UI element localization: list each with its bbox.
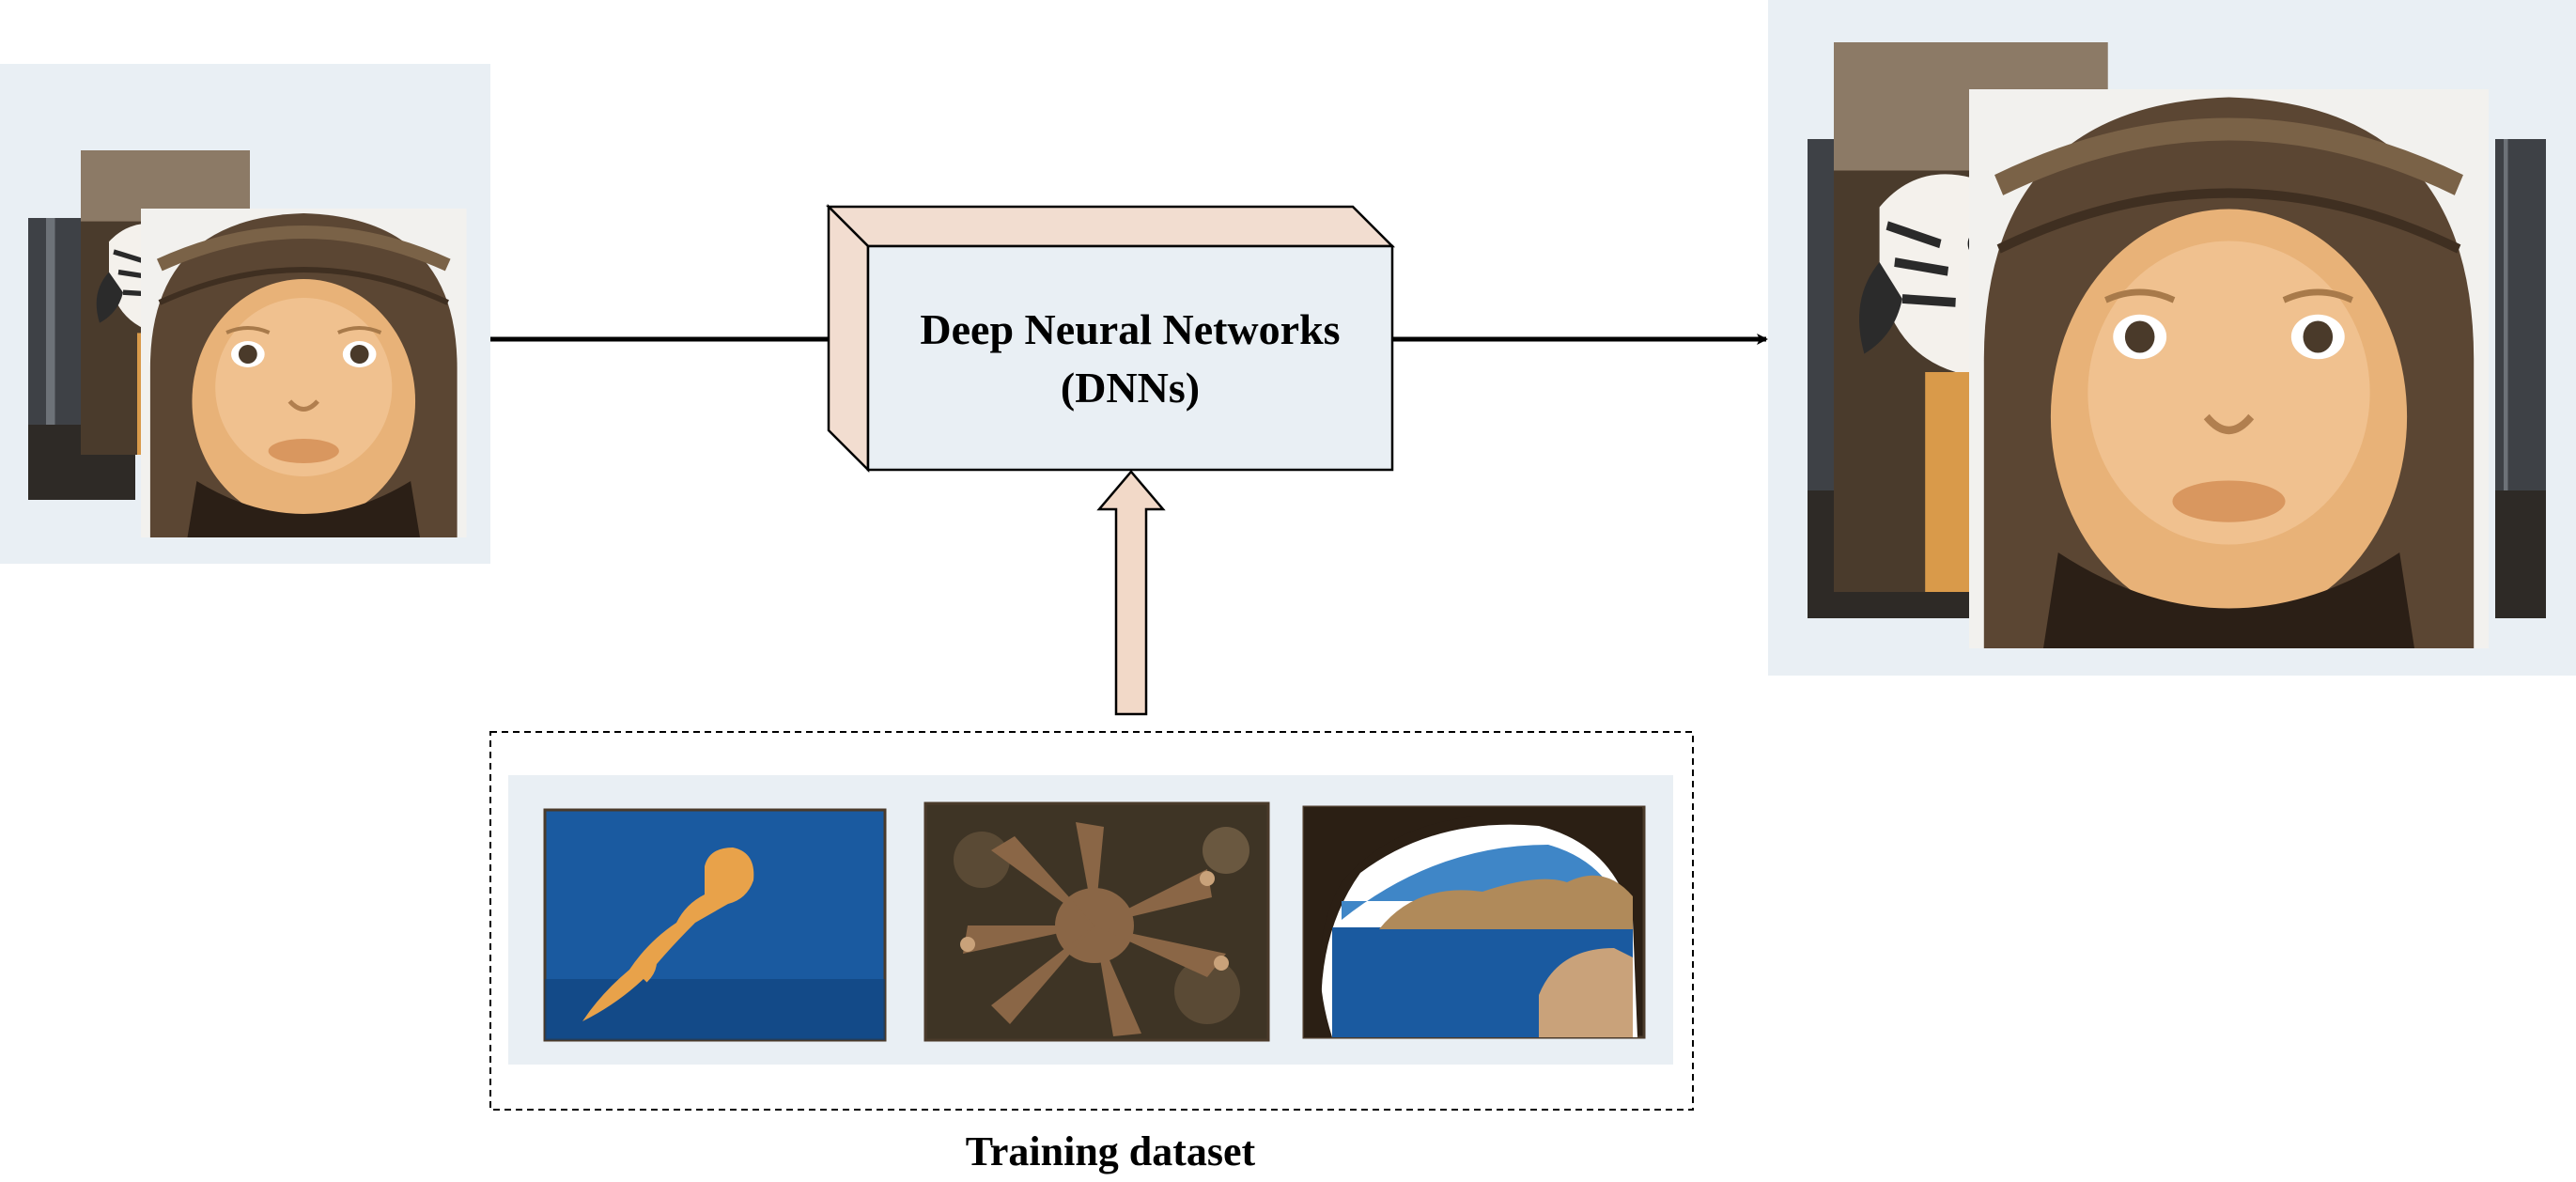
training-dataset-caption: Training dataset	[966, 1128, 1256, 1174]
training-image-sea-cave	[1302, 805, 1646, 1039]
output-baby-image	[1969, 89, 2489, 648]
training-dashed-border	[489, 731, 1694, 1111]
dnn-box: Deep Neural Networks (DNNs)	[825, 203, 1396, 474]
input-image-stack	[0, 64, 490, 564]
input-baby-image	[141, 209, 467, 537]
dnn-title-line1: Deep Neural Networks	[920, 305, 1340, 353]
training-to-dnn-arrow	[1096, 470, 1166, 716]
output-image-stack	[1768, 0, 2576, 676]
dnn-title-line2: (DNNs)	[1061, 364, 1200, 412]
dnn-box-side	[827, 203, 870, 474]
dnn-box-front	[866, 244, 1394, 472]
output-cave-wall-right	[2495, 139, 2546, 618]
training-image-starfish	[923, 801, 1270, 1042]
dnn-box-top	[825, 205, 1396, 248]
training-image-jellyfish	[543, 808, 887, 1042]
training-dataset-group: Training dataset	[489, 731, 1694, 1174]
